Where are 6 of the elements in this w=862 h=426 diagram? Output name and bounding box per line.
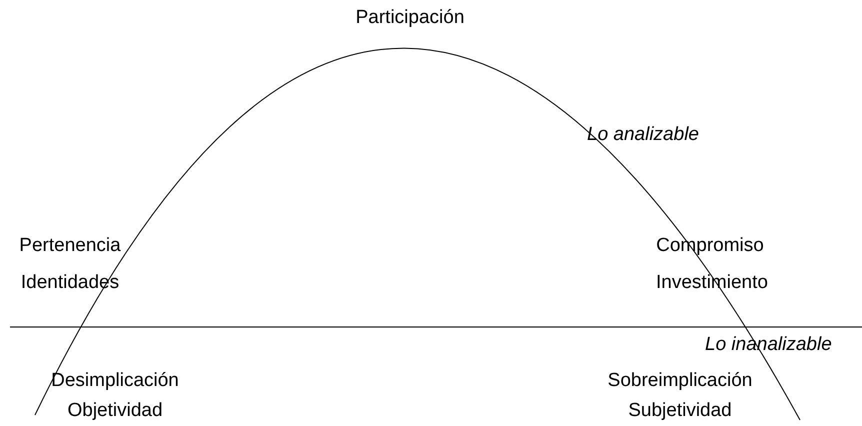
label-text: Pertenencia: [19, 234, 121, 258]
label-text: Participación: [356, 6, 464, 30]
label-text: Objetividad: [67, 399, 163, 423]
label-text: Sobreimplicación: [608, 369, 752, 393]
label-text: Subjetividad: [628, 399, 732, 423]
label-text: Desimplicación: [51, 369, 179, 393]
